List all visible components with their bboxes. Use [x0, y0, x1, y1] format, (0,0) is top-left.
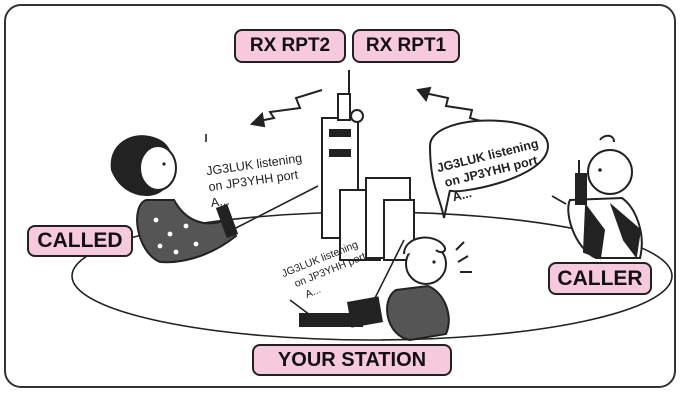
called-person-icon	[110, 135, 239, 264]
speech-lines	[205, 134, 567, 319]
caller-person-icon	[567, 134, 643, 260]
your-station-person-icon	[299, 236, 472, 342]
your-station-speech-line-3: A...	[304, 284, 323, 301]
called-speech-line-3: A...	[210, 193, 231, 209]
rx-rpt1-label: RX RPT1	[352, 29, 460, 63]
caller-speech-line-3: A...	[451, 186, 473, 204]
radio-wave-right-icon	[416, 86, 499, 127]
caller-label: CALLER	[548, 262, 652, 295]
radio-wave-left-icon	[249, 89, 323, 128]
called-label: CALLED	[27, 225, 133, 257]
caller-speech-bubble	[428, 119, 550, 219]
your-station-label: YOUR STATION	[252, 344, 452, 376]
rx-rpt2-label: RX RPT2	[234, 29, 346, 63]
